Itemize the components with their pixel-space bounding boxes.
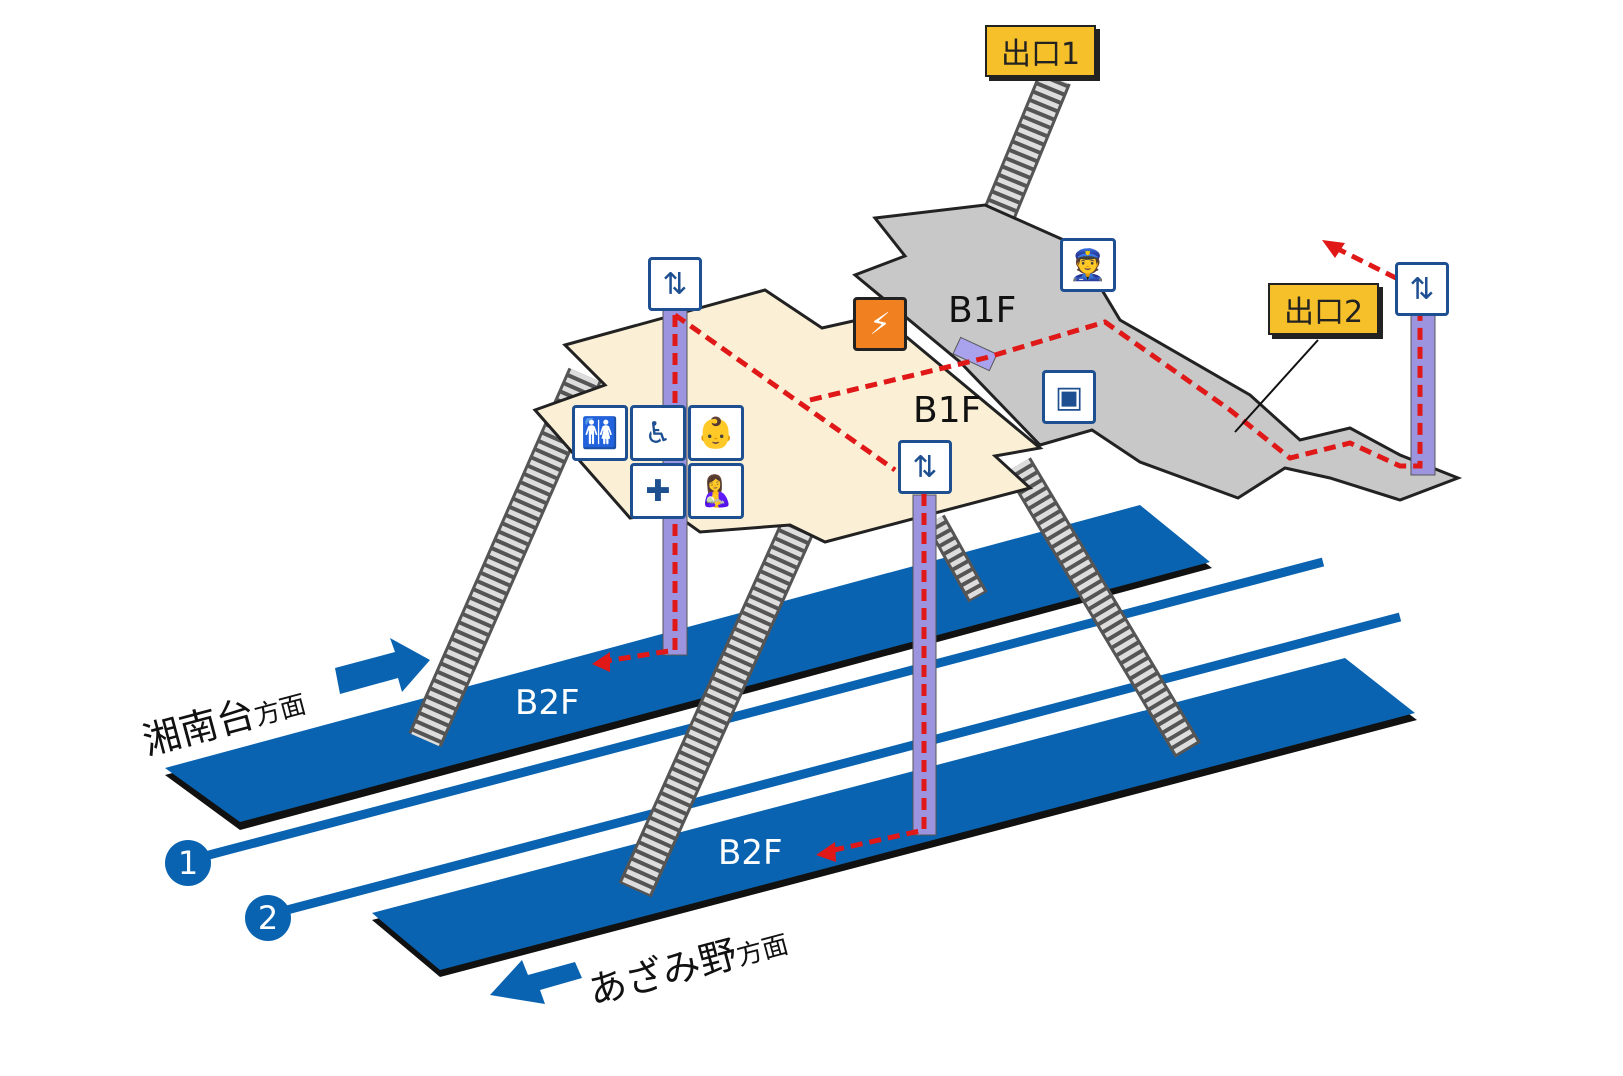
- floor-label-b1f: B1F: [948, 290, 1017, 331]
- track-1-line: [188, 557, 1325, 865]
- elevator-icon: ⇅: [898, 440, 952, 494]
- exit2-pointer: [1234, 339, 1319, 433]
- track-2-badge: 2: [245, 895, 291, 941]
- track-1-badge: 1: [165, 840, 211, 886]
- track-2-line: [266, 612, 1402, 920]
- elevator-shaft: [1410, 314, 1436, 476]
- baby-changing-icon: 👶: [688, 405, 744, 461]
- floor-label-b2f: B2F: [718, 833, 783, 873]
- concourse-floor: [852, 203, 1463, 502]
- exit-1-sign: 出口1: [985, 25, 1097, 77]
- nursing-room-icon: 🤱: [688, 463, 744, 519]
- aed-icon: ⚡: [853, 297, 907, 351]
- accessible-route: [599, 242, 1423, 855]
- first-aid-icon: ✚: [630, 463, 686, 519]
- route-arrowhead: [1322, 240, 1345, 258]
- station-staff-icon: 👮: [1060, 238, 1116, 292]
- exit-2-sign: 出口2: [1268, 283, 1380, 335]
- direction-arrow-azamino: [490, 960, 582, 1004]
- route-arrowhead: [592, 652, 610, 672]
- floor-label-b1f: B1F: [913, 390, 982, 431]
- locker-icon: ▣: [1042, 370, 1096, 424]
- accessible-toilet-icon: ♿: [630, 405, 686, 461]
- elevator-icon: ⇅: [648, 257, 702, 311]
- direction-arrow-shonandai: [335, 638, 430, 694]
- restroom-icon: 🚻: [572, 405, 628, 461]
- floor-label-b2f: B2F: [515, 683, 580, 723]
- route-arrowhead: [816, 842, 836, 862]
- elevator-icon: ⇅: [1395, 262, 1449, 316]
- ticket-gate: [952, 336, 998, 372]
